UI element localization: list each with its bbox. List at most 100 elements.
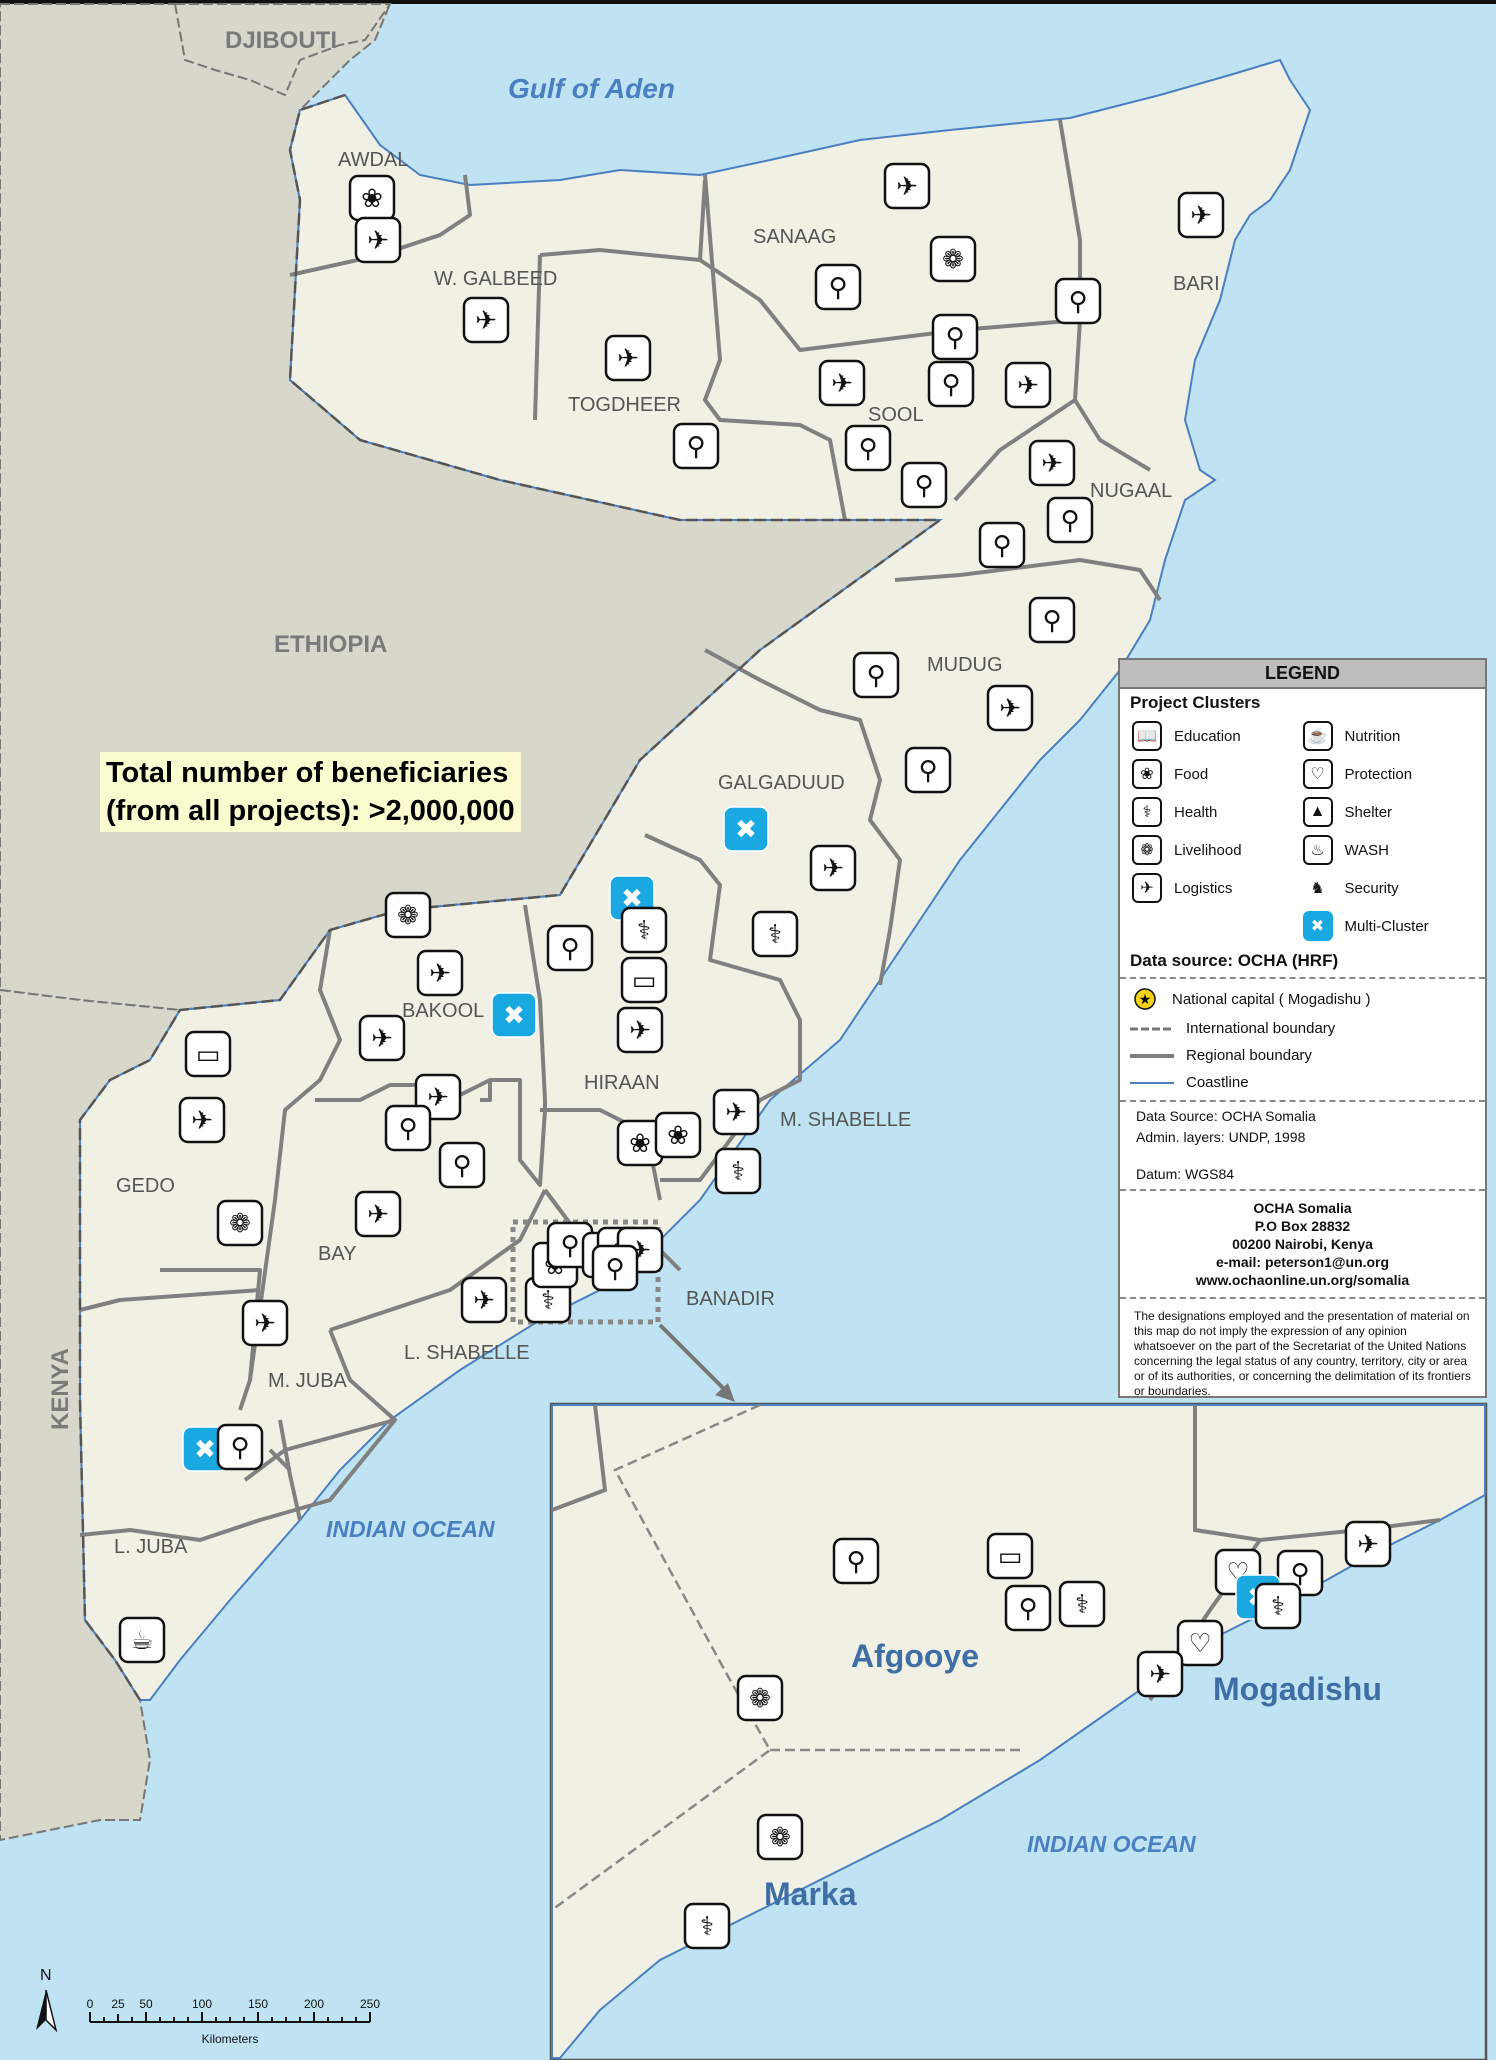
truck-plane-icon: ✈ (460, 1276, 508, 1324)
region-label: M. SHABELLE (780, 1109, 911, 1131)
disclaimer: The designations employed and the presen… (1134, 1309, 1471, 1398)
svg-text:✈: ✈ (429, 959, 451, 989)
legend-label: Health (1174, 803, 1218, 821)
scale-tick: 0 (87, 1997, 94, 2011)
svg-text:✈: ✈ (617, 344, 639, 374)
tap-icon: ⚲ (852, 651, 900, 699)
svg-text:❀: ❀ (667, 1121, 689, 1151)
book-icon: ▭ (620, 956, 668, 1004)
svg-text:⚕: ⚕ (541, 1286, 555, 1316)
solid-line-icon (1130, 1053, 1174, 1058)
svg-text:⚕: ⚕ (1271, 1592, 1285, 1622)
multi-cluster-icon: ✖ (723, 806, 769, 852)
svg-text:✈: ✈ (427, 1083, 449, 1113)
scale-tick: 25 (111, 1997, 125, 2011)
svg-text:✈: ✈ (1357, 1530, 1379, 1560)
region-label: GEDO (116, 1175, 175, 1197)
svg-text:✈: ✈ (1017, 371, 1039, 401)
svg-text:✈: ✈ (254, 1309, 276, 1339)
region-label: M. JUBA (268, 1370, 348, 1392)
legend-label: Multi-Cluster (1344, 917, 1429, 935)
legend-label: Food (1174, 765, 1209, 783)
hands-icon: ♡ (1176, 1619, 1224, 1667)
beneficiaries-line-2: (from all projects): >2,000,000 (106, 795, 515, 827)
truck-plane-icon: ✈ (1177, 191, 1225, 239)
book-icon: ▭ (986, 1532, 1034, 1580)
svg-text:✈: ✈ (371, 1024, 393, 1054)
svg-text:✈: ✈ (1190, 201, 1212, 231)
contact-line: P.O Box 28832 (1254, 1218, 1351, 1234)
wheat-hand-icon: ❀ (654, 1111, 702, 1159)
legend-item-education: 📖Education (1132, 721, 1303, 751)
wheat-icon: ❁ (384, 891, 432, 939)
svg-text:⚲: ⚲ (1060, 506, 1079, 536)
security-icon: ♞ (1302, 873, 1333, 903)
svg-text:✈: ✈ (629, 1016, 651, 1046)
region-label: L. JUBA (114, 1536, 188, 1558)
gulf-of-aden-label: Gulf of Aden (508, 73, 675, 104)
tap-icon: ⚲ (900, 461, 948, 509)
beneficiaries-callout: Total number of beneficiaries (from all … (100, 752, 521, 832)
legend-label: Nutrition (1344, 727, 1401, 745)
caduceus-icon: ⚕ (620, 906, 668, 954)
truck-plane-icon: ✈ (416, 949, 464, 997)
svg-text:⚲: ⚲ (914, 471, 933, 501)
svg-text:⚲: ⚲ (560, 1231, 579, 1261)
svg-text:⚲: ⚲ (560, 934, 579, 964)
tap-icon: ⚲ (672, 422, 720, 470)
indian-ocean-label: INDIAN OCEAN (326, 1516, 495, 1542)
svg-text:✖: ✖ (503, 1001, 525, 1031)
tap-icon: ♨ (1302, 835, 1333, 865)
legend-item-nutrition: ☕Nutrition (1302, 721, 1474, 751)
svg-text:✈: ✈ (367, 1200, 389, 1230)
scale-tick: 50 (139, 1997, 153, 2011)
svg-text:▭: ▭ (998, 1542, 1023, 1572)
hands-icon: ♡ (1302, 759, 1333, 789)
truck-plane-icon: ✈ (604, 334, 652, 382)
north-arrow-icon (36, 1989, 58, 2033)
caduceus-icon: ⚕ (751, 910, 799, 958)
afgooye-label: Afgooye (851, 1638, 979, 1674)
svg-text:⚲: ⚲ (992, 531, 1011, 561)
svg-text:❀: ❀ (361, 184, 383, 214)
legend-item-empty (1132, 911, 1303, 941)
legend-label: Shelter (1344, 803, 1393, 821)
cluster-markers: ❀✈✈✈⚲✈❁⚲⚲✈⚲✈⚲✈⚲⚲✈⚲⚲⚲⚲✈⚲✖✈✖⚕⚕⚲❁✈▭✖✈✈▭✈✈⚲⚲… (118, 162, 1392, 1950)
legend-title: LEGEND (1120, 660, 1485, 689)
inset-map (549, 1402, 1488, 2060)
truck-plane-icon: ✈ (1004, 361, 1052, 409)
svg-text:✈: ✈ (475, 306, 497, 336)
truck-plane-icon: ✈ (178, 1096, 226, 1144)
legend-label: Education (1174, 727, 1241, 745)
legend-label: Logistics (1174, 879, 1233, 897)
truck-plane-icon: ✈ (241, 1299, 289, 1347)
legend-label: National capital ( Mogadishu ) (1172, 990, 1371, 1008)
svg-text:⚲: ⚲ (858, 434, 877, 464)
svg-text:▭: ▭ (196, 1040, 221, 1070)
caduceus-icon: ⚕ (1132, 797, 1162, 827)
svg-text:▭: ▭ (632, 966, 657, 996)
truck-plane-icon: ✈ (462, 296, 510, 344)
svg-text:☕: ☕ (130, 1626, 153, 1656)
cluster-grid: 📖Education ☕Nutrition ❀Food ♡Protection … (1120, 715, 1485, 947)
svg-text:⚕: ⚕ (768, 920, 782, 950)
source-line: Data Source: OCHA Somalia (1136, 1108, 1316, 1124)
legend-item-security: ♞Security (1302, 873, 1474, 903)
region-label: AWDAL (338, 149, 408, 171)
multi-cluster-icon: ✖ (491, 992, 537, 1038)
svg-text:⚲: ⚲ (1068, 287, 1087, 317)
tap-icon: ⚲ (832, 1537, 880, 1585)
dashed-line-icon (1130, 1027, 1174, 1030)
legend-coastline: Coastline (1120, 1069, 1485, 1096)
svg-text:✖: ✖ (735, 815, 757, 845)
wheat-hand-icon: ❀ (348, 174, 396, 222)
marka-label: Marka (764, 1876, 857, 1912)
contact-block: OCHA Somalia P.O Box 28832 00200 Nairobi… (1120, 1195, 1485, 1293)
tap-icon: ⚲ (978, 521, 1026, 569)
svg-text:⚲: ⚲ (846, 1547, 865, 1577)
legend-item-livelihood: ❁Livelihood (1132, 835, 1303, 865)
source-line (1120, 1148, 1485, 1164)
caduceus-icon: ⚕ (683, 1902, 731, 1950)
scale-tick: 150 (248, 1997, 268, 2011)
truck-plane-icon: ✈ (1028, 439, 1076, 487)
